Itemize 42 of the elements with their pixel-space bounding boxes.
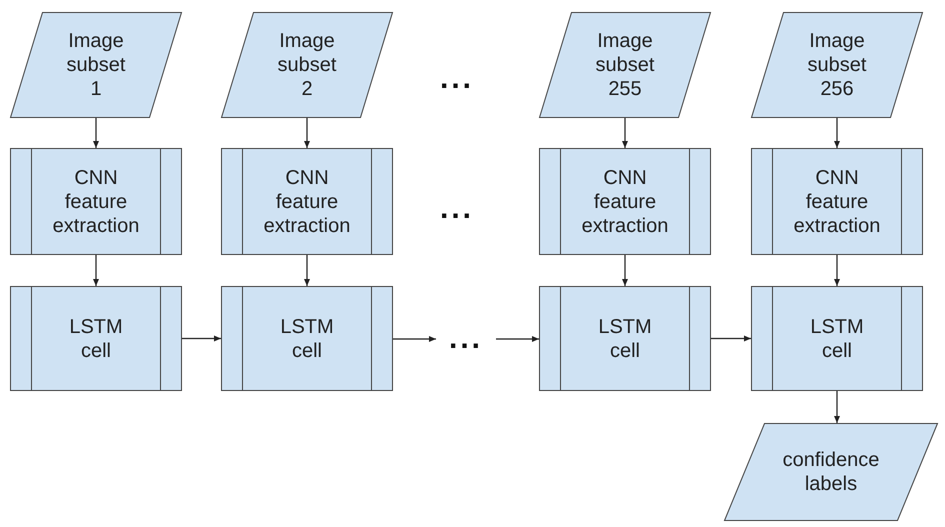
- node-label: CNN feature extraction: [792, 166, 882, 238]
- data-parallelogram: [221, 12, 393, 118]
- node-label: CNN feature extraction: [580, 166, 670, 238]
- node-label: Image subset 255: [594, 29, 656, 101]
- node-label: LSTM cell: [68, 314, 124, 362]
- node-label: confidence labels: [782, 448, 880, 496]
- ellipsis: ...: [440, 64, 474, 94]
- arrow: [393, 336, 436, 342]
- process-box: [221, 286, 393, 391]
- node-label: Image subset 256: [806, 29, 868, 101]
- arrow: [834, 255, 840, 286]
- arrow: [834, 391, 840, 423]
- arrow: [834, 118, 840, 148]
- arrow: [93, 118, 99, 148]
- arrow: [182, 336, 221, 342]
- process-box: [10, 286, 182, 391]
- data-parallelogram: [751, 12, 923, 118]
- process-box: [539, 286, 711, 391]
- arrow: [304, 255, 310, 286]
- arrow: [496, 336, 539, 342]
- process-box: [751, 148, 923, 255]
- data-parallelogram: [539, 12, 711, 118]
- arrow: [304, 118, 310, 148]
- node-label: Image subset 2: [276, 29, 338, 101]
- process-box: [751, 286, 923, 391]
- arrow: [711, 336, 751, 342]
- node-label: LSTM cell: [809, 314, 865, 362]
- ellipsis: ...: [440, 194, 474, 224]
- data-parallelogram: [10, 12, 182, 118]
- node-label: LSTM cell: [597, 314, 653, 362]
- node-label: CNN feature extraction: [262, 166, 352, 238]
- process-box: [221, 148, 393, 255]
- ellipsis: ...: [436, 324, 496, 354]
- arrow: [622, 255, 628, 286]
- process-box: [10, 148, 182, 255]
- node-label: Image subset 1: [66, 29, 126, 101]
- data-parallelogram: [724, 423, 938, 521]
- arrow: [93, 255, 99, 286]
- node-label: CNN feature extraction: [52, 166, 140, 238]
- node-label: LSTM cell: [279, 314, 335, 362]
- process-box: [539, 148, 711, 255]
- arrow: [622, 118, 628, 148]
